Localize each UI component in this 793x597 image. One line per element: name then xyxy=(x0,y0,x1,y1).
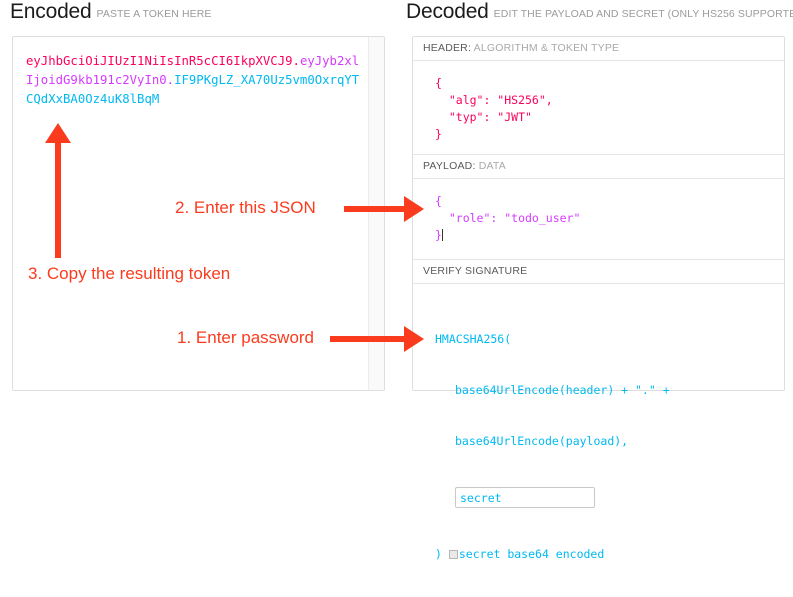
token-header-segment: eyJhbGciOiJIUzI1NiIsInR5cCI6IkpXVCJ9 xyxy=(26,54,293,68)
annotation-arrow-1-shaft xyxy=(330,336,406,342)
token-payload-segment: eyJyb2xlIjoidG9kb191c2VyIn0 xyxy=(26,54,360,87)
header-section-label-strong: HEADER: xyxy=(423,42,472,54)
decoded-panel-heading: Decoded EDIT THE PAYLOAD AND SECRET (ONLY… xyxy=(406,0,793,24)
signature-line-2: base64UrlEncode(header) + "." + xyxy=(455,383,670,397)
signature-verification-body: HMACSHA256( base64UrlEncode(header) + ".… xyxy=(413,284,784,561)
header-section-label: HEADER: ALGORITHM & TOKEN TYPE xyxy=(413,37,784,61)
payload-section-label-strong: PAYLOAD: xyxy=(423,160,476,172)
encoded-panel-heading: Encoded PASTE A TOKEN HERE xyxy=(10,0,212,24)
decoded-panel: HEADER: ALGORITHM & TOKEN TYPE { "alg": … xyxy=(412,36,785,561)
payload-line-3: } xyxy=(435,228,442,242)
secret-base64-label[interactable]: secret base64 encoded xyxy=(458,547,605,561)
signature-line-1: HMACSHA256( xyxy=(435,332,512,346)
token-dot-2: . xyxy=(166,73,175,87)
annotation-step-1: 1. Enter password xyxy=(177,328,315,347)
annotation-step-2: 2. Enter this JSON xyxy=(175,198,316,217)
decoded-title: Decoded xyxy=(406,0,489,23)
secret-base64-checkbox[interactable] xyxy=(448,550,458,559)
header-section-label-light: ALGORITHM & TOKEN TYPE xyxy=(473,42,620,54)
signature-section-label: VERIFY SIGNATURE xyxy=(413,260,784,284)
payload-line-1: { xyxy=(435,194,442,208)
secret-input[interactable] xyxy=(455,487,595,508)
annotation-arrow-2-shaft xyxy=(344,206,406,212)
encoded-token-textarea[interactable]: eyJhbGciOiJIUzI1NiIsInR5cCI6IkpXVCJ9.eyJ… xyxy=(12,36,385,391)
signature-section-label-strong: VERIFY SIGNATURE xyxy=(423,265,528,277)
signature-closing-paren: ) xyxy=(435,547,442,561)
annotation-arrow-3-shaft xyxy=(55,135,61,258)
text-caret xyxy=(441,229,443,241)
annotation-step-3: 3. Copy the resulting token xyxy=(28,264,231,283)
header-json-body: { "alg": "HS256", "typ": "JWT" } xyxy=(413,61,784,155)
payload-section-label: PAYLOAD: DATA xyxy=(413,155,784,179)
annotation-arrow-3-head xyxy=(45,123,71,143)
token-signature-segment: IF9PKgLZ_XA70Uz5vm0OxrqYTCQdXxBA0Oz4uK8l… xyxy=(26,73,360,106)
payload-section-label-light: DATA xyxy=(478,160,506,172)
encoded-scrollbar[interactable] xyxy=(368,37,384,390)
annotation-arrow-1-head xyxy=(404,326,424,352)
encoded-token-text[interactable]: eyJhbGciOiJIUzI1NiIsInR5cCI6IkpXVCJ9.eyJ… xyxy=(26,52,360,109)
encoded-title: Encoded xyxy=(10,0,92,23)
token-dot-1: . xyxy=(292,54,300,68)
decoded-subtitle: EDIT THE PAYLOAD AND SECRET (ONLY HS256 … xyxy=(493,8,793,20)
signature-line-3: base64UrlEncode(payload), xyxy=(455,434,629,448)
payload-line-2: "role": "todo_user" xyxy=(435,211,581,225)
encoded-subtitle: PASTE A TOKEN HERE xyxy=(96,8,212,20)
payload-json-editor[interactable]: { "role": "todo_user" } xyxy=(413,179,784,260)
annotation-arrow-2-head xyxy=(404,196,424,222)
